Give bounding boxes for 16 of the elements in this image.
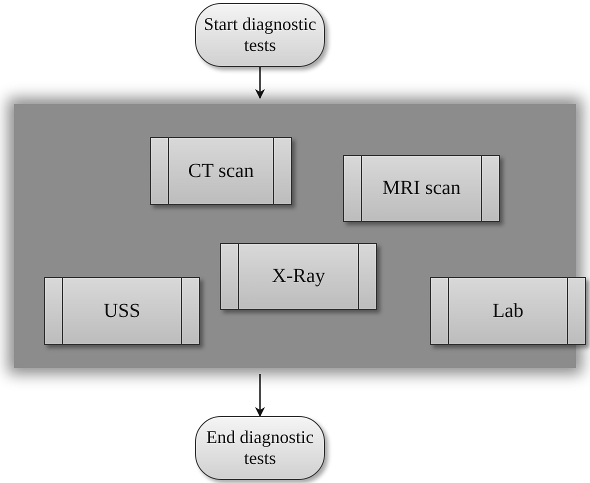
process-box [44,277,200,345]
process-box [430,277,586,345]
node-label: MRI scan [382,177,461,200]
node-label: End diagnostic tests [205,427,315,469]
process-box [220,243,377,310]
node-label: USS [104,300,140,322]
terminal-box [195,3,325,67]
node-label: Lab [492,300,524,322]
terminal-box [195,416,325,480]
node-label: CT scan [188,160,254,182]
process-box [150,137,292,205]
process-box [343,155,500,222]
node-label: X-Ray [272,265,326,288]
arrow [255,67,265,99]
arrow [255,374,265,417]
node-label: Start diagnostic tests [202,14,318,56]
